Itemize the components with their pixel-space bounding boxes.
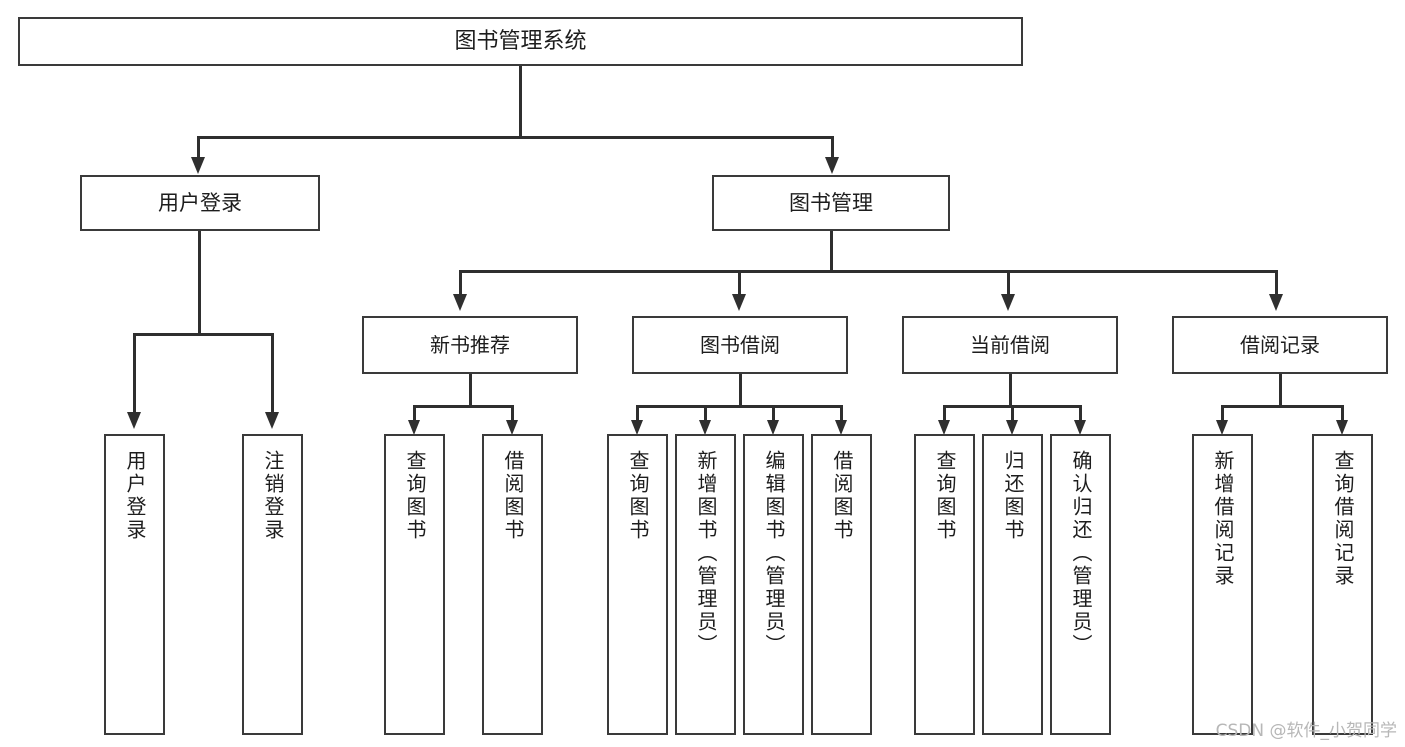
node-label: 用户登录 [123, 450, 147, 542]
node-book-manage[interactable]: 图书管理 [712, 175, 950, 231]
leaf-query-book-current[interactable]: 查询图书 [914, 434, 975, 735]
node-new-book-recommend[interactable]: 新书推荐 [362, 316, 578, 374]
arrow-current-borrow-leaf-1 [938, 420, 950, 435]
arrow-to-new-book [453, 294, 467, 311]
node-label: 图书借阅 [700, 332, 780, 357]
arrow-book-borrow-leaf-3 [767, 420, 779, 435]
leaf-query-borrow-record[interactable]: 查询借阅记录 [1312, 434, 1373, 735]
edge-user-login-right [271, 333, 274, 415]
edge-book-borrow-stem [739, 374, 742, 407]
node-label: 编辑图书（管理员） [762, 450, 786, 657]
arrow-borrow-record-leaf-2 [1336, 420, 1348, 435]
edge-book-manage-stem [830, 231, 833, 273]
node-label: 借阅图书 [830, 450, 854, 542]
node-label: 借阅图书 [501, 450, 525, 542]
arrow-book-borrow-leaf-1 [631, 420, 643, 435]
edge-book-borrow-leaf-3 [772, 405, 775, 422]
edge-user-login-stem [198, 231, 201, 335]
edge-book-borrow-distributor [636, 405, 842, 408]
node-user-login[interactable]: 用户登录 [80, 175, 320, 231]
arrow-new-book-leaf-1 [408, 420, 420, 435]
node-book-borrow[interactable]: 图书借阅 [632, 316, 848, 374]
watermark: CSDN @软件_小贺同学 [1215, 721, 1397, 741]
arrow-to-user-login [191, 157, 205, 174]
edge-root-stem [519, 66, 522, 138]
leaf-user-login[interactable]: 用户登录 [104, 434, 165, 735]
edge-borrow-record-distributor [1221, 405, 1341, 408]
edge-current-borrow-leaf-3 [1079, 405, 1082, 422]
edge-book-borrow-leaf-2 [704, 405, 707, 422]
edge-borrow-record-leaf-1 [1221, 405, 1224, 422]
node-label: 查询图书 [933, 450, 957, 542]
arrow-borrow-record-leaf-1 [1216, 420, 1228, 435]
edge-user-login-left [133, 333, 136, 415]
arrow-user-login-right [265, 412, 279, 429]
leaf-query-book-borrow[interactable]: 查询图书 [607, 434, 668, 735]
leaf-borrow-book-recommend[interactable]: 借阅图书 [482, 434, 543, 735]
edge-new-book-stem [469, 374, 472, 407]
edge-book-manage-distributor [459, 270, 1277, 273]
node-label: 查询图书 [626, 450, 650, 542]
leaf-borrow-book[interactable]: 借阅图书 [811, 434, 872, 735]
arrow-book-borrow-leaf-4 [835, 420, 847, 435]
edge-borrow-record-leaf-2 [1341, 405, 1344, 422]
edge-current-borrow-stem [1009, 374, 1012, 407]
arrow-to-book-manage [825, 157, 839, 174]
edge-book-borrow-leaf-1 [636, 405, 639, 422]
node-label: 注销登录 [261, 450, 285, 542]
edge-borrow-record-stem [1279, 374, 1282, 407]
edge-new-book-leaf-1 [413, 405, 416, 422]
leaf-query-book-recommend[interactable]: 查询图书 [384, 434, 445, 735]
edge-new-book-distributor [413, 405, 513, 408]
arrow-to-borrow-record [1269, 294, 1283, 311]
arrow-new-book-leaf-2 [506, 420, 518, 435]
edge-root-distributor [197, 136, 834, 139]
arrow-to-current-borrow [1001, 294, 1015, 311]
node-label: 图书管理系统 [454, 28, 587, 54]
node-label: 新增借阅记录 [1211, 450, 1235, 588]
node-label: 用户登录 [158, 190, 242, 215]
leaf-add-borrow-record[interactable]: 新增借阅记录 [1192, 434, 1253, 735]
node-label: 查询借阅记录 [1331, 450, 1355, 588]
edge-book-borrow-leaf-4 [840, 405, 843, 422]
node-label: 新增图书（管理员） [694, 450, 718, 657]
edge-user-login-distributor [133, 333, 273, 336]
node-label: 新书推荐 [430, 332, 510, 357]
node-system-root[interactable]: 图书管理系统 [18, 17, 1023, 66]
node-current-borrow[interactable]: 当前借阅 [902, 316, 1118, 374]
edge-to-current-borrow [1007, 270, 1010, 296]
arrow-to-book-borrow [732, 294, 746, 311]
arrow-current-borrow-leaf-3 [1074, 420, 1086, 435]
node-label: 归还图书 [1001, 450, 1025, 542]
node-label: 当前借阅 [970, 332, 1050, 357]
edge-to-book-manage [831, 136, 834, 160]
leaf-user-logout[interactable]: 注销登录 [242, 434, 303, 735]
edge-current-borrow-leaf-1 [943, 405, 946, 422]
node-label: 确认归还（管理员） [1069, 450, 1093, 657]
edge-to-borrow-record [1275, 270, 1278, 296]
arrow-book-borrow-leaf-2 [699, 420, 711, 435]
leaf-return-book[interactable]: 归还图书 [982, 434, 1043, 735]
node-label: 借阅记录 [1240, 332, 1320, 357]
leaf-add-book-admin[interactable]: 新增图书（管理员） [675, 434, 736, 735]
edge-to-book-borrow [738, 270, 741, 296]
edge-new-book-leaf-2 [511, 405, 514, 422]
arrow-current-borrow-leaf-2 [1006, 420, 1018, 435]
node-borrow-record[interactable]: 借阅记录 [1172, 316, 1388, 374]
edge-current-borrow-leaf-2 [1011, 405, 1014, 422]
edge-to-new-book [459, 270, 462, 296]
node-label: 图书管理 [789, 190, 873, 215]
edge-to-user-login [197, 136, 200, 160]
arrow-user-login-left [127, 412, 141, 429]
leaf-edit-book-admin[interactable]: 编辑图书（管理员） [743, 434, 804, 735]
node-label: 查询图书 [403, 450, 427, 542]
leaf-confirm-return-admin[interactable]: 确认归还（管理员） [1050, 434, 1111, 735]
